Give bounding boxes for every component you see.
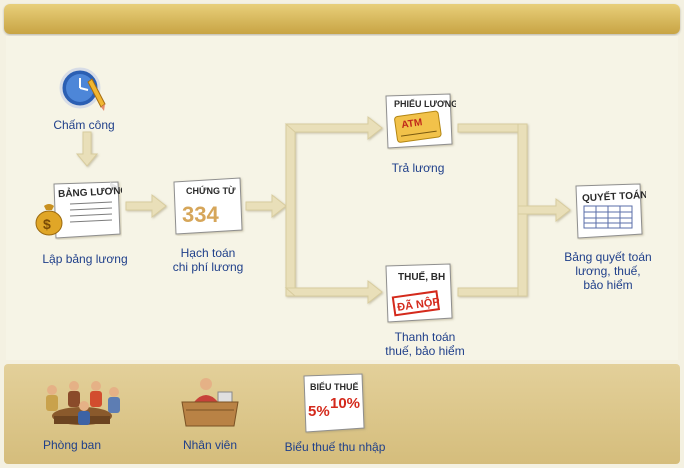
arrow-chungtu-to-split (245, 193, 287, 219)
doc-bieu-thue[interactable]: BIỂU THUẾ 5% 10% (300, 372, 368, 434)
doc-title-bang-luong: BẢNG LƯƠNG (58, 183, 122, 200)
label-thanh-toan-line1: Thanh toán (394, 330, 456, 344)
label-thanh-toan-line2: thuế, bảo hiểm (385, 344, 465, 358)
rate-5: 5% (308, 403, 330, 420)
arrow-chamcong-to-bangluong (75, 131, 99, 167)
label-tra-luong: Trả lương (391, 161, 445, 175)
doc-chung-tu: CHỨNG TỪ 334 (170, 176, 246, 236)
doc-phieu-luong: PHIẾU LƯƠNG ATM (380, 92, 456, 150)
label-quyet-toan-line2: lương, thuế, (575, 264, 641, 278)
label-lap-bang-luong: Lập bảng lương (42, 252, 128, 266)
doc-quyet-toan: QUYẾT TOÁN (570, 182, 646, 240)
card-atm-text: ATM (401, 117, 423, 131)
label-phong-ban: Phòng ban (42, 438, 102, 452)
doc-thue-bh: THUẾ, BH ĐÃ NỘP (380, 262, 456, 324)
clock-pencil-icon (58, 66, 108, 112)
label-thanh-toan: Thanh toán thuế, bảo hiểm (370, 330, 480, 358)
money-bag-icon: $ (34, 200, 64, 236)
label-cham-cong: Chấm công (53, 118, 115, 132)
doc-title-bieu-thue: BIỂU THUẾ (310, 381, 359, 392)
arrow-to-quyettoan (517, 197, 571, 223)
label-hach-toan: Hạch toán chi phí lương (160, 246, 256, 274)
label-bang-quyet-toan: Bảng quyết toán lương, thuế, bảo hiểm (556, 250, 660, 292)
employee-desk-icon[interactable] (176, 376, 244, 430)
doc-title-phieu-luong: PHIẾU LƯƠNG (394, 99, 456, 109)
label-hach-toan-line1: Hạch toán (180, 246, 236, 260)
doc-title-thue-bh: THUẾ, BH (398, 270, 445, 283)
rate-10: 10% (330, 395, 360, 412)
arrow-to-phieuluong (284, 115, 383, 141)
top-bar (4, 4, 680, 34)
doc-title-quyet-toan: QUYẾT TOÁN (582, 188, 646, 204)
split-vertical (285, 123, 296, 297)
stamp-da-nop: ĐÃ NỘP (396, 295, 440, 314)
doc-bang-luong: BẢNG LƯƠNG (40, 180, 122, 240)
arrow-bangluong-to-chungtu (125, 193, 167, 219)
merge-bottom (457, 287, 527, 297)
svg-text:$: $ (43, 216, 51, 232)
doc-number-334: 334 (182, 202, 219, 227)
label-bieu-thue: Biểu thuế thu nhập (284, 440, 386, 454)
department-meeting-icon[interactable] (34, 376, 128, 432)
merge-top (457, 123, 527, 133)
doc-title-chung-tu: CHỨNG TỪ (186, 185, 236, 196)
arrow-to-thuebh (284, 279, 383, 305)
label-quyet-toan-line1: Bảng quyết toán (564, 250, 652, 264)
label-hach-toan-line2: chi phí lương (172, 260, 244, 274)
label-quyet-toan-line3: bảo hiểm (583, 278, 633, 292)
label-nhan-vien: Nhân viên (182, 438, 238, 452)
